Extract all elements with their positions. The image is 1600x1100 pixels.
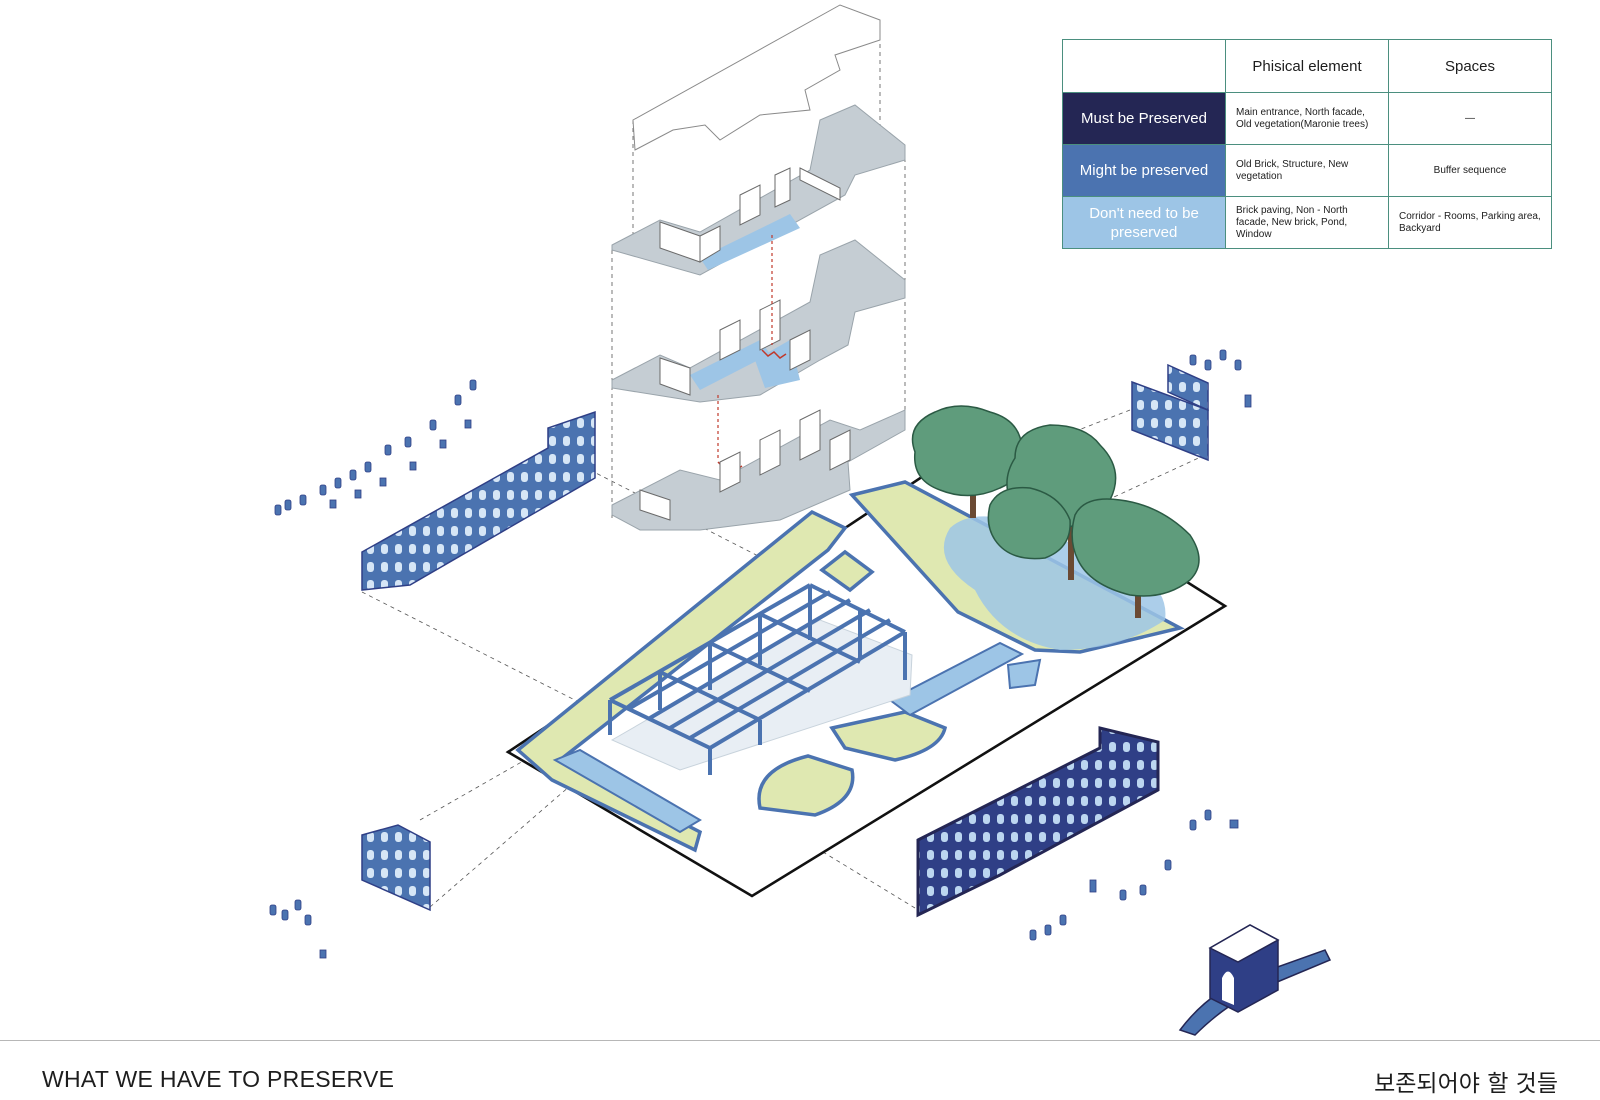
legend-spaces-dont: Corridor - Rooms, Parking area, Backyard bbox=[1388, 196, 1552, 249]
legend-physical-must: Main entrance, North facade, Old vegetat… bbox=[1225, 92, 1389, 145]
facade-south bbox=[361, 824, 431, 912]
main-entrance-gate bbox=[1178, 924, 1332, 1036]
legend-row-must: Must be Preserved Main entrance, North f… bbox=[1062, 92, 1552, 145]
paving-zones bbox=[552, 641, 1042, 834]
legend-row-might: Might be preserved Old Brick, Structure,… bbox=[1062, 144, 1552, 197]
legend-spaces-must: — bbox=[1388, 92, 1552, 145]
old-maronie-trees bbox=[911, 405, 1200, 618]
legend-category-must: Must be Preserved bbox=[1062, 92, 1226, 145]
legend-header-empty bbox=[1062, 39, 1226, 93]
legend-header-physical: Phisical element bbox=[1225, 39, 1389, 93]
facade-north bbox=[916, 726, 1160, 918]
facade-east bbox=[1131, 363, 1209, 462]
legend-header-row: Phisical element Spaces bbox=[1062, 39, 1552, 93]
scattered-windows bbox=[269, 349, 1252, 959]
footer-title-english: WHAT WE HAVE TO PRESERVE bbox=[42, 1066, 395, 1092]
legend-category-dont: Don't need to be preserved bbox=[1062, 196, 1226, 249]
facade-west bbox=[361, 410, 596, 591]
legend-physical-dont: Brick paving, Non - North facade, New br… bbox=[1225, 196, 1389, 249]
legend-row-dont: Don't need to be preserved Brick paving,… bbox=[1062, 196, 1552, 249]
footer-title-korean: 보존되어야 할 것들 bbox=[1374, 1071, 1558, 1097]
exploded-floor-plans bbox=[611, 4, 906, 531]
pond bbox=[943, 516, 1166, 650]
legend-table: Phisical element Spaces Must be Preserve… bbox=[1062, 39, 1552, 249]
isometric-preservation-diagram bbox=[269, 4, 1332, 1036]
legend-spaces-might: Buffer sequence bbox=[1388, 144, 1552, 197]
legend-header-spaces: Spaces bbox=[1388, 39, 1552, 93]
old-structure-frame bbox=[608, 583, 913, 775]
legend-category-might: Might be preserved bbox=[1062, 144, 1226, 197]
footer-divider bbox=[0, 1040, 1600, 1041]
legend-physical-might: Old Brick, Structure, New vegetation bbox=[1225, 144, 1389, 197]
